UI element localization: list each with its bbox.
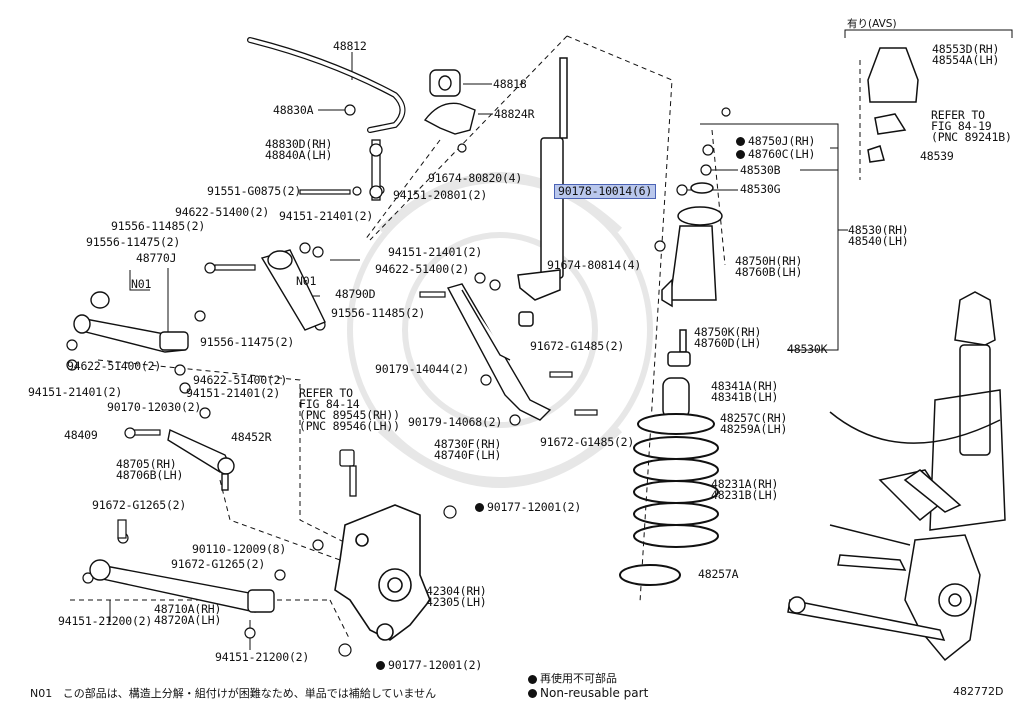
label-42304: 42304(RH)42305(LH) (426, 584, 487, 609)
abs-sensor (339, 449, 357, 497)
label-48770J: 48770J (136, 251, 177, 265)
watermark-emblem (347, 172, 653, 488)
upper-support (661, 47, 919, 419)
label-N01-b: N01 (296, 274, 317, 288)
nonreusable-dot (475, 503, 484, 512)
label-48760C: 48760C(LH) (736, 148, 815, 160)
coil-spring (619, 413, 719, 586)
label-94151-21401-b: 94151-21401(2) (28, 385, 123, 399)
label-94622-b: 94622-51400(2) (67, 359, 162, 373)
label-91556-11485-a: 91556-11485(2) (111, 219, 206, 233)
label-90179-14068: 90179-14068(2) (408, 415, 503, 429)
stabilizer-bracket (423, 102, 476, 135)
label-48341A: 48341A(RH)48341B(LH) (711, 379, 779, 404)
label-N01-a: N01 (131, 277, 152, 291)
label-48830D: 48830D(RH)48840A(LH) (265, 137, 333, 162)
label-91672-G1485-a: 91672-G1485(2) (530, 339, 625, 353)
avs-header: 有り(AVS) (847, 18, 897, 30)
note-code: N01 (30, 687, 53, 700)
label-48830A: 48830A (273, 103, 314, 117)
label-48710A: 48710A(RH)48720A(LH) (154, 602, 222, 627)
label-90178-10014-highlighted[interactable]: 90178-10014(6) (554, 184, 657, 199)
label-48530: 48530(RH)48540(LH) (848, 223, 909, 248)
label-48257A: 48257A (698, 567, 739, 581)
stabilizer-link (369, 139, 383, 201)
label-48257C: 48257C(RH)48259A(LH) (720, 411, 788, 436)
label-48750H: 48750H(RH)48760B(LH) (735, 254, 803, 279)
label-48790D: 48790D (335, 287, 376, 301)
label-91551-G0875: 91551-G0875(2) (207, 184, 302, 198)
label-91674-80820: 91674-80820(4) (428, 171, 523, 185)
label-91556-11475-b: 91556-11475(2) (200, 335, 295, 349)
label-91672-G1265-b: 91672-G1265(2) (171, 557, 266, 571)
label-48452R: 48452R (231, 430, 272, 444)
fasteners (66, 104, 731, 657)
legend-nonreusable-jp: 再使用不可部品 (528, 670, 617, 686)
label-48409: 48409 (64, 428, 98, 442)
label-94151-21401-d: 94151-21401(2) (388, 245, 483, 259)
label-48824R: 48824R (494, 107, 535, 121)
label-91556-11485-b: 91556-11485(2) (331, 306, 426, 320)
label-48812: 48812 (333, 39, 367, 53)
label-48539: 48539 (920, 149, 954, 163)
label-94151-21401-c: 94151-21401(2) (186, 386, 281, 400)
label-48750J: 48750J(RH) (736, 135, 815, 147)
label-48818: 48818 (493, 77, 527, 91)
nonreusable-dot (528, 674, 537, 684)
label-94622-d: 94622-51400(2) (375, 262, 470, 276)
nonreusable-dot (736, 150, 745, 159)
label-91556-11475-a: 91556-11475(2) (86, 235, 181, 249)
nonreusable-dot (528, 689, 537, 698)
label-91672-G1265-a: 91672-G1265(2) (92, 498, 187, 512)
label-90170-12030: 90170-12030(2) (107, 400, 202, 414)
label-48231A: 48231A(RH)48231B(LH) (711, 477, 779, 502)
label-91674-80814: 91674-80814(4) (547, 258, 642, 272)
label-94151-21401-a: 94151-21401(2) (279, 209, 374, 223)
shock-absorber (517, 57, 568, 327)
note-text: この部品は、構造上分解・組付けが困難なため、単品では補給していません (62, 687, 437, 700)
rear-arm-48770J (73, 291, 189, 353)
legend-nonreusable-en: Non-reusable part (528, 686, 648, 700)
label-90177-b: 90177-12001(2) (376, 659, 482, 671)
label-91672-G1485-b: 91672-G1485(2) (540, 435, 635, 449)
label-48730F: 48730F(RH)48740F(LH) (434, 437, 502, 462)
control-link (446, 283, 552, 421)
label-94622-a: 94622-51400(2) (175, 205, 270, 219)
label-94151-20801: 94151-20801(2) (393, 188, 488, 202)
diagram-id: 482772D (953, 685, 1004, 698)
label-48553D: 48553D(RH)48554A(LH) (932, 42, 1000, 67)
label-48750K: 48750K(RH)48760D(LH) (694, 325, 762, 350)
label-48530B: 48530B (740, 163, 781, 177)
label-48530K: 48530K (787, 342, 828, 356)
leader-lines (109, 29, 1013, 650)
label-48705: 48705(RH)48706B(LH) (116, 457, 184, 482)
lower-arm (89, 559, 275, 613)
label-94151-21200-b: 94151-21200(2) (215, 650, 310, 664)
nonreusable-dot (736, 137, 745, 146)
label-48530G: 48530G (740, 182, 781, 196)
axle-carrier (334, 504, 431, 641)
nonreusable-dot (376, 661, 385, 670)
label-90179-14044: 90179-14044(2) (375, 362, 470, 376)
assembled-view (787, 291, 1006, 662)
legend-note: N01 この部品は、構造上分解・組付けが困難なため、単品では補給していません (30, 685, 436, 701)
toe-control-arm (167, 428, 235, 491)
label-94622-c: 94622-51400(2) (193, 373, 288, 387)
label-90177-a: 90177-12001(2) (475, 501, 581, 513)
label-90110-12009: 90110-12009(8) (192, 542, 287, 556)
label-94151-21200-a: 94151-21200(2) (58, 614, 153, 628)
upper-arm (260, 249, 326, 331)
stabilizer-bushing (429, 69, 461, 97)
